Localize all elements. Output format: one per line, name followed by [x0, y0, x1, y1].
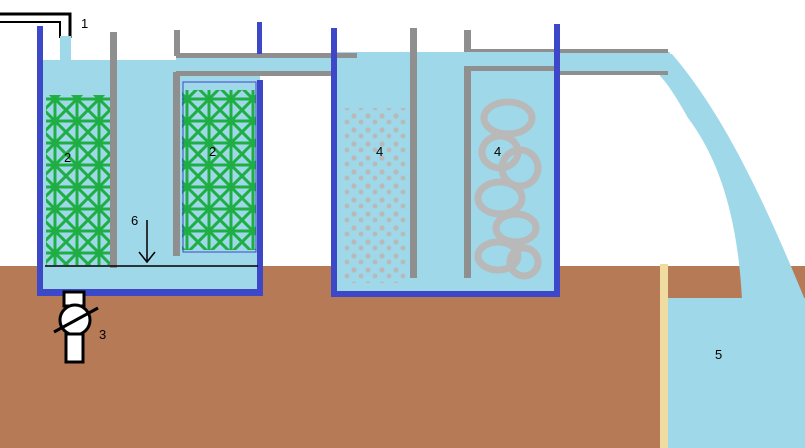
outlet-pool [667, 298, 805, 448]
baffle-a2 [174, 30, 180, 56]
tank-b-floor [331, 291, 560, 297]
inlet-pipe-inner [0, 21, 61, 38]
inlet-pipe [0, 12, 72, 38]
label-media-right: 2 [209, 144, 216, 159]
tank-a-wall-left [37, 26, 43, 296]
drain-arrow-icon [138, 220, 156, 264]
inlet-stream [60, 36, 71, 62]
tank-a-wall-right [257, 80, 263, 296]
gravel-right [474, 98, 542, 280]
tank-a-wall-right-top [257, 22, 262, 54]
label-filter-left: 4 [376, 144, 383, 159]
gravel-left [344, 108, 406, 283]
valve-icon [53, 290, 99, 364]
label-drain-line: 6 [131, 213, 138, 228]
tank-b-wall-right [554, 24, 560, 296]
media-right-inner-box [182, 81, 257, 253]
tank-b-wall-left-cover [337, 53, 357, 58]
water-cascade [660, 54, 805, 300]
label-filter-right: 4 [494, 144, 501, 159]
label-outlet-pool: 5 [715, 347, 722, 362]
outlet-duct-bottom [557, 71, 668, 75]
baffle-a1 [110, 32, 117, 268]
label-inlet: 1 [81, 16, 88, 31]
retaining-wall [660, 264, 668, 448]
baffle-b1 [410, 28, 417, 278]
tank-a-floor [37, 289, 263, 296]
baffle-b3-top [464, 66, 557, 71]
outlet-duct-water [555, 52, 670, 72]
transfer-duct-bottom [176, 71, 358, 76]
label-media-left: 2 [64, 150, 71, 165]
baffle-a3 [173, 72, 180, 256]
baffle-b3 [464, 68, 471, 278]
transfer-duct-top [176, 53, 358, 58]
outlet-duct-top [468, 49, 668, 53]
media-left [46, 95, 112, 265]
label-valve: 3 [99, 327, 106, 342]
media-right [182, 90, 256, 250]
baffle-b2 [464, 30, 471, 52]
tank-b-wall-left [331, 28, 337, 296]
